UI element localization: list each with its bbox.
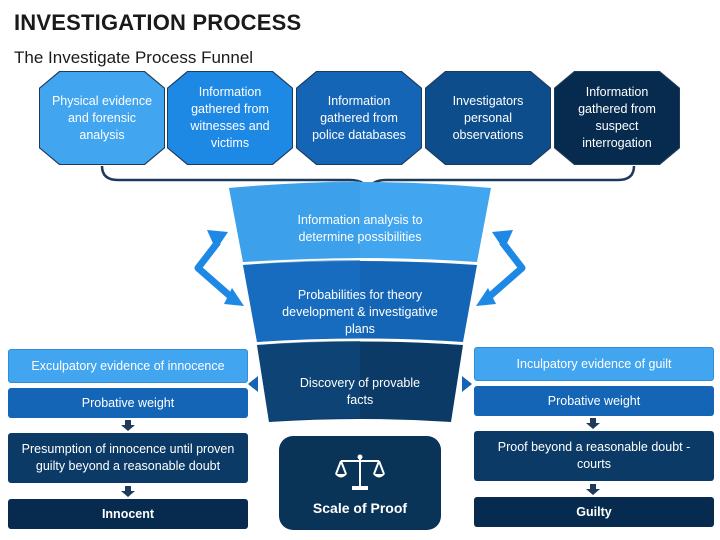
arrow-head	[224, 288, 244, 306]
right-probative-weight-box: Probative weight	[474, 386, 714, 416]
funnel-stage-2-shade	[243, 260, 360, 342]
arrow-head	[492, 230, 513, 250]
exculpatory-evidence-label: Exculpatory evidence of innocence	[31, 358, 225, 373]
presumption-label: Presumption of innocence until proven gu…	[21, 442, 235, 473]
source-label: Information gathered from witnesses and …	[190, 85, 270, 150]
left-down-arrows	[121, 420, 135, 497]
presumption-box: Presumption of innocence until proven gu…	[8, 433, 248, 483]
funnel-stage-1-shade	[229, 181, 360, 262]
page-title: INVESTIGATION PROCESS	[14, 10, 302, 35]
source-label: Physical evidence and forensic analysis	[51, 93, 153, 142]
balance-scale-icon	[335, 454, 385, 490]
inculpatory-evidence-label: Inculpatory evidence of guilt	[516, 356, 672, 371]
source-interrogation: Information gathered from suspect interr…	[555, 72, 679, 164]
inculpatory-evidence-box: Inculpatory evidence of guilt	[474, 347, 714, 381]
right-probative-weight-label: Probative weight	[547, 393, 641, 408]
exculpatory-evidence-box: Exculpatory evidence of innocence	[8, 349, 248, 383]
source-label: Information gathered from suspect interr…	[578, 85, 656, 150]
left-probative-weight-label: Probative weight	[81, 395, 175, 410]
guilty-label: Guilty	[576, 504, 612, 519]
funnel-stage-1-label: Information analysis to determine possib…	[297, 213, 423, 244]
funnel-stage-3-shade	[257, 341, 360, 422]
source-label: Information gathered from police databas…	[312, 93, 406, 142]
right-arrow-head	[462, 376, 472, 392]
funnel-stage-2-label: Probabilities for theory development & i…	[282, 288, 438, 336]
left-arrow-head	[248, 376, 258, 392]
page-subtitle: The Investigate Process Funnel	[14, 48, 254, 67]
source-witnesses: Information gathered from witnesses and …	[168, 72, 292, 164]
proof-box: Proof beyond a reasonable doubt - courts	[474, 431, 714, 481]
guilty-box: Guilty	[474, 497, 714, 527]
arrow-head	[476, 288, 496, 306]
funnel-stage-3-label: Discovery of provable facts	[299, 376, 421, 407]
source-observations: Investigators personal observations	[426, 72, 550, 164]
left-probative-weight-box: Probative weight	[8, 388, 248, 418]
source-physical-evidence: Physical evidence and forensic analysis	[40, 72, 164, 164]
arrow-head	[207, 230, 228, 250]
scale-of-proof-box: Scale of Proof	[279, 436, 441, 530]
right-down-arrows	[586, 418, 600, 495]
scale-of-proof-label: Scale of Proof	[312, 500, 408, 516]
source-police-databases: Information gathered from police databas…	[297, 72, 421, 164]
innocent-label: Innocent	[101, 506, 155, 521]
left-cycle-arrow	[194, 239, 233, 299]
proof-label: Proof beyond a reasonable doubt - courts	[497, 440, 691, 471]
innocent-box: Innocent	[8, 499, 248, 529]
right-cycle-arrow	[487, 239, 526, 299]
source-label: Investigators personal observations	[452, 93, 524, 142]
